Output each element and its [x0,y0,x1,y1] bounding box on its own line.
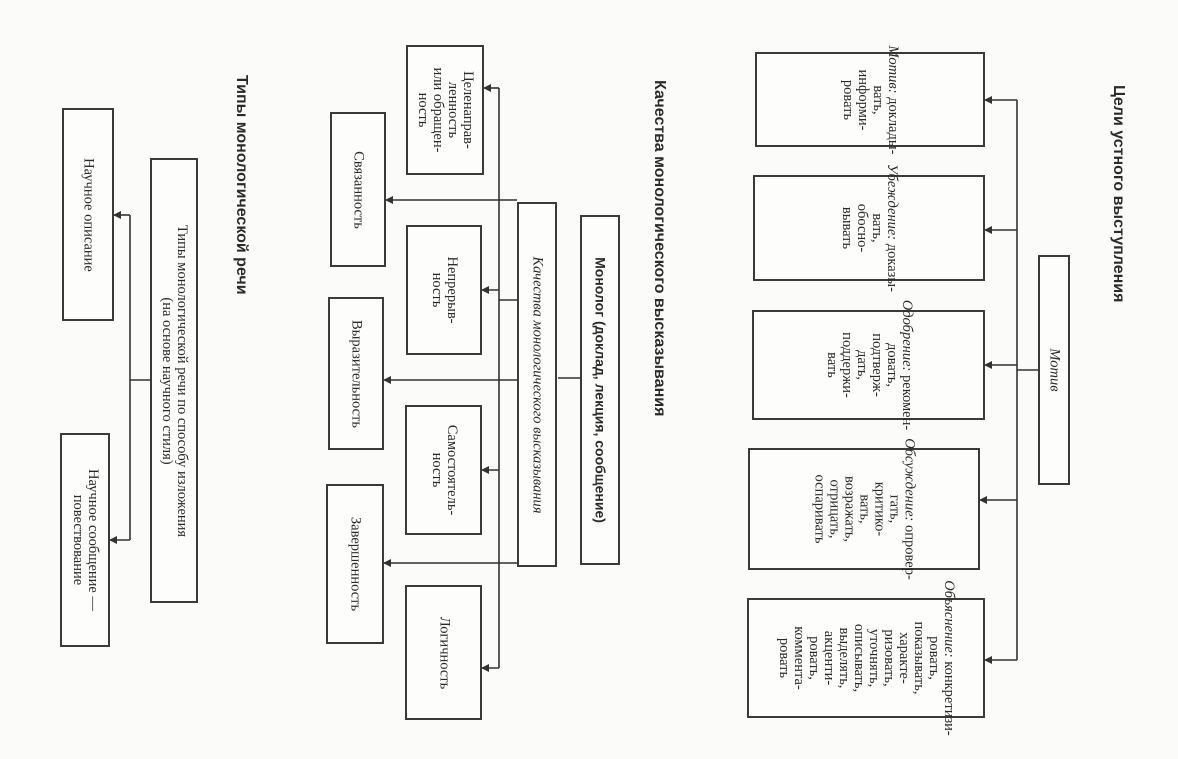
type-box-2: Научное сообщение — повествование [60,433,110,647]
monolog-label: Монолог (доклад, лекция, сообщение) [592,257,609,523]
types-main-box: Типы монологической речи по способу изло… [150,158,198,603]
goal-box-1: Мотив: доклады- вать, информи- ровать [755,45,985,154]
goals-title: Цели устного выступления [1110,85,1127,303]
goal-text-4: Обсуждение: опровер- гать, критико- вать… [811,438,918,580]
goal-text-5: Объяснение: конкретизи- ровать, показыва… [776,580,957,736]
type-box-1: Научное описание [62,108,114,321]
quality-outer-2-label: Выразительность [348,319,365,428]
monolog-box: Монолог (доклад, лекция, сообщение) [580,215,620,565]
types-main-label: Типы монологической речи по способу изло… [159,224,190,537]
qualities-title: Качества монологического высказывания [651,80,668,417]
quality-inner-2-label: Непрерыв- ность [429,256,460,324]
goal-lines-5: конкретизи- ровать, показывать, характе-… [776,621,957,736]
quality-inner-4: Логичность [405,585,482,720]
goal-text-3: Одобрение: рекомен- довать, подтверж- да… [823,299,915,431]
type-box-2-label: Научное сообщение — повествование [70,469,101,611]
goal-box-3: Одобрение: рекомен- довать, подтверж- да… [752,300,985,430]
qualities-subtitle: Качества монологического высказывания [529,255,546,514]
quality-inner-1: Целенаправ- ленность или обращен- ность [406,45,484,175]
quality-inner-1-label: Целенаправ- ленность или обращен- ность [415,67,476,153]
type-box-1-label: Научное описание [80,157,97,272]
motive-box: Мотив [1038,255,1070,485]
goal-box-2: Убеждение: доказы- вать, обосно- вывать [753,164,985,292]
goal-box-4: Обсуждение: опровер- гать, критико- вать… [748,438,980,580]
quality-inner-3: Самостоятель- ность [405,405,482,535]
quality-inner-3-label: Самостоятель- ность [428,424,460,516]
quality-outer-1: Связанность [330,112,386,267]
quality-inner-2: Непрерыв- ность [406,225,482,355]
quality-inner-4-label: Логичность [436,616,452,689]
quality-outer-1-label: Связанность [350,150,367,229]
goal-box-5: Объяснение: конкретизи- ровать, показыва… [747,580,985,736]
quality-outer-3-label: Завершенность [347,516,364,612]
quality-outer-2: Выразительность [328,297,384,450]
motive-label: Мотив [1046,348,1063,392]
goal-text-2: Убеждение: доказы- вать, обосно- вывать [839,164,900,292]
goal-text-1: Мотив: доклады- вать, информи- ровать [840,45,901,154]
types-title: Типы монологической речи [233,75,250,295]
qualities-subtitle-box: Качества монологического высказывания [517,202,557,567]
quality-outer-3: Завершенность [326,484,384,644]
